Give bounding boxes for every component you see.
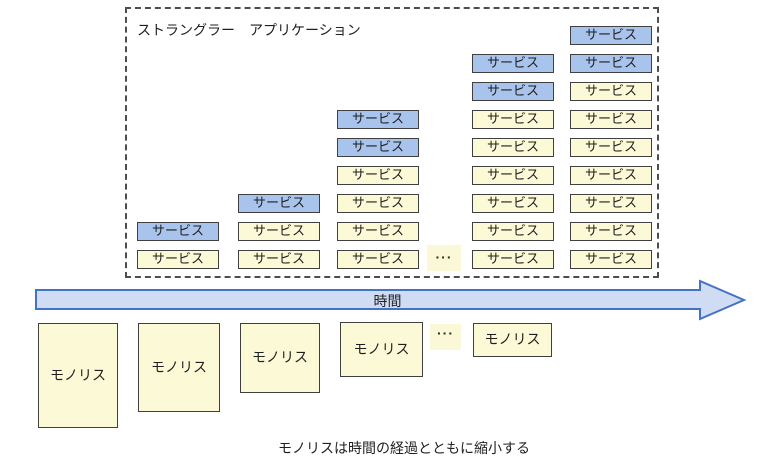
service-box: サービス	[472, 250, 554, 269]
service-box: サービス	[570, 194, 652, 213]
monolith-box: モノリス	[138, 323, 220, 412]
monolith-box: モノリス	[240, 323, 320, 393]
monolith-box: モノリス	[473, 323, 552, 357]
service-box: サービス	[472, 110, 554, 129]
service-box: サービス	[238, 222, 320, 241]
services-continuation-ellipsis: ···	[427, 245, 461, 271]
time-arrow-shape	[35, 279, 747, 321]
service-box: サービス	[570, 222, 652, 241]
service-box: サービス	[238, 194, 320, 213]
service-box: サービス	[472, 138, 554, 157]
service-box: サービス	[472, 166, 554, 185]
service-box: サービス	[337, 138, 419, 157]
service-box: サービス	[570, 54, 652, 73]
time-axis-label: 時間	[373, 293, 402, 309]
service-box: サービス	[570, 110, 652, 129]
monolith-box: モノリス	[340, 322, 423, 377]
service-box: サービス	[337, 166, 419, 185]
service-box: サービス	[238, 250, 320, 269]
service-box: サービス	[337, 250, 419, 269]
service-box: サービス	[137, 250, 219, 269]
monolith-box: モノリス	[38, 323, 118, 428]
service-box: サービス	[337, 110, 419, 129]
service-box: サービス	[570, 26, 652, 45]
service-box: サービス	[137, 222, 219, 241]
service-box: サービス	[472, 194, 554, 213]
frame-title: ストラングラー アプリケーション	[137, 22, 361, 38]
service-box: サービス	[472, 222, 554, 241]
service-box: サービス	[570, 138, 652, 157]
service-box: サービス	[570, 166, 652, 185]
service-box: サービス	[337, 194, 419, 213]
time-arrow	[35, 279, 747, 321]
strangler-application-frame	[125, 7, 659, 278]
diagram-caption: モノリスは時間の経過とともに縮小する	[278, 440, 530, 456]
monoliths-continuation-ellipsis: ···	[430, 324, 461, 350]
service-box: サービス	[472, 82, 554, 101]
service-box: サービス	[472, 54, 554, 73]
service-box: サービス	[570, 250, 652, 269]
service-box: サービス	[337, 222, 419, 241]
service-box: サービス	[570, 82, 652, 101]
